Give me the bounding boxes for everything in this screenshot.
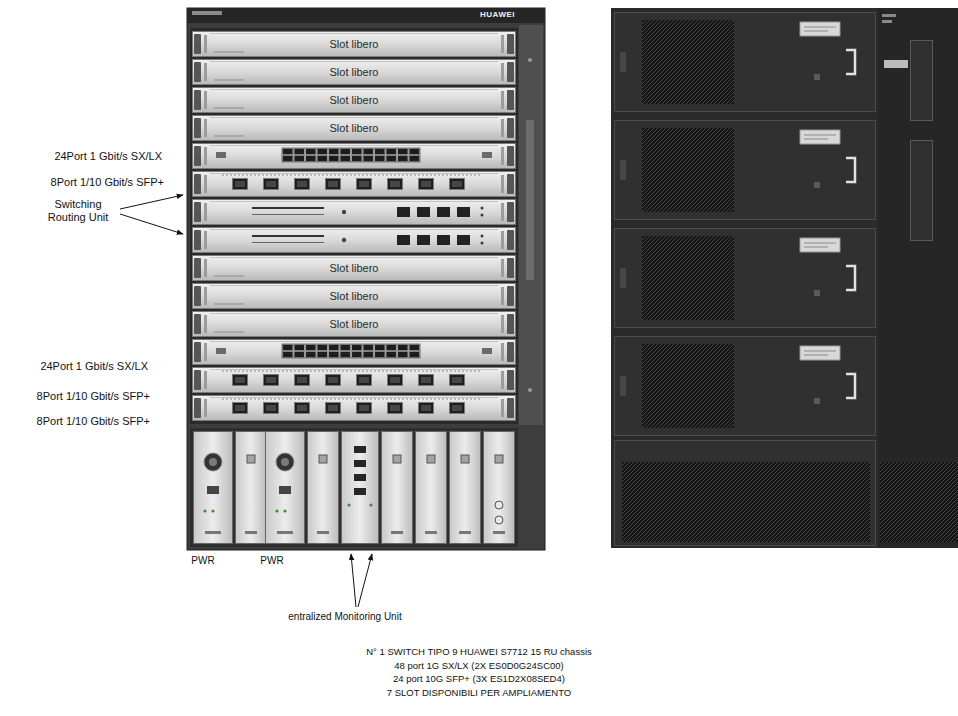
- line-cards-part: [193, 88, 516, 113]
- slot-label: Slot libero: [330, 262, 379, 274]
- power-and-monitoring-bay-part: [347, 503, 350, 506]
- switch-front-chassis-part: [187, 8, 545, 23]
- switch-rear-view-part: [884, 60, 908, 68]
- switch-rear-view-part: [880, 462, 958, 542]
- card-callout: 8Port 1/10 Gbit/s SFP+: [0, 176, 164, 189]
- switch-front-chassis-part: [528, 58, 532, 62]
- free-slot-panel: Slot libero: [192, 115, 516, 141]
- slot-label: Slot libero: [330, 66, 379, 78]
- power-and-monitoring-bay-part: [190, 428, 518, 547]
- power-and-monitoring-bay-part: [495, 501, 503, 509]
- line-cards: [193, 32, 516, 421]
- line-cards-part: [193, 32, 516, 57]
- switch-front-chassis-part: [519, 25, 543, 425]
- card-callout: Switching Routing Unit: [38, 198, 118, 224]
- free-slot-panel: Slot libero: [192, 87, 516, 113]
- slot-label: Slot libero: [330, 122, 379, 134]
- power-and-monitoring-bay-part: [342, 432, 379, 544]
- line-cards-part: [193, 312, 516, 337]
- switch-front-chassis-part: [187, 8, 545, 550]
- leader-arrows-part: [120, 195, 183, 209]
- card-callout: 24Port 1 Gbit/s SX/LX: [0, 150, 162, 163]
- line-cards-part: [193, 228, 516, 253]
- line-cards-part: [193, 116, 516, 141]
- line-cards-part: [193, 144, 516, 169]
- switch-rear-view: [611, 8, 958, 548]
- power-and-monitoring-bay-part: [354, 446, 366, 453]
- leader-arrows-part: [358, 554, 372, 607]
- power-and-monitoring-bay-part: [369, 503, 372, 506]
- power-and-monitoring-bay-part: [416, 432, 447, 544]
- card-callout: 8Port 1/10 Gbit/s SFP+: [0, 415, 150, 428]
- switch-rear-view-part: [882, 14, 896, 17]
- free-slot-panel: Slot libero: [192, 311, 516, 337]
- brand-logo: HUAWEI: [480, 10, 515, 20]
- line-cards-part: [193, 256, 516, 281]
- power-and-monitoring-bay-part: [382, 432, 413, 544]
- switch-front-chassis-part: [190, 28, 518, 424]
- free-slot-panel: Slot libero: [192, 59, 516, 85]
- power-and-monitoring-bay: [190, 428, 518, 547]
- free-slot-panel: Slot libero: [192, 31, 516, 57]
- power-and-monitoring-bay-part: [308, 432, 339, 544]
- line-cards-part: [193, 200, 516, 225]
- line-cards-part: [193, 284, 516, 309]
- line-cards-part: [193, 368, 516, 393]
- module-callout: PWR: [173, 555, 233, 567]
- power-and-monitoring-bay-part: [194, 432, 233, 544]
- card-callout: 24Port 1 Gbit/s SX/LX: [0, 360, 148, 373]
- card-callout: 8Port 1/10 Gbit/s SFP+: [0, 390, 150, 403]
- free-slot-panel: Slot libero: [192, 283, 516, 309]
- switch-rear-view-part: [615, 337, 876, 436]
- leader-arrows-part: [120, 214, 183, 234]
- line-cards-part: [193, 172, 516, 197]
- module-callout: PWR: [242, 555, 302, 567]
- line-cards-part: [193, 396, 516, 421]
- switch-rear-view-part: [878, 8, 958, 548]
- power-and-monitoring-bay-part: [354, 474, 366, 481]
- slot-label: Slot libero: [330, 318, 379, 330]
- leader-arrows-part: [351, 554, 356, 607]
- slot-label: Slot libero: [330, 290, 379, 302]
- power-and-monitoring-bay-part: [495, 516, 503, 524]
- slot-label: Slot libero: [330, 94, 379, 106]
- caption-line: 7 SLOT DISPONIBILI PER AMPLIAMENTO: [169, 687, 789, 698]
- switch-rear-view-part: [615, 441, 876, 546]
- caption-line: 48 port 1G SX/LX (2X ES0D0G24SC00): [169, 660, 789, 671]
- switch-chassis: HUAWEISlot liberoSlot liberoSlot liberoS…: [187, 8, 545, 550]
- power-and-monitoring-bay-part: [450, 432, 481, 544]
- power-and-monitoring-bay-part: [354, 460, 366, 467]
- free-slot-panel: Slot libero: [192, 255, 516, 281]
- switch-front-chassis-part: [526, 120, 534, 280]
- switch-rear-view-part: [611, 8, 958, 548]
- caption-line: 24 port 10G SFP+ (3X ES1D2X08SED4): [169, 673, 789, 684]
- switch-rear-view-part: [911, 41, 933, 121]
- switch-rear-view-part: [615, 13, 876, 112]
- switch-rear-view-part: [622, 462, 870, 542]
- line-cards-part: [193, 60, 516, 85]
- caption-line: N° 1 SWITCH TIPO 9 HUAWEI S7712 15 RU ch…: [169, 646, 789, 657]
- line-cards-part: [193, 340, 516, 365]
- power-and-monitoring-bay-part: [484, 432, 515, 544]
- switch-rear-view-part: [911, 141, 933, 241]
- leader-arrows: [120, 195, 372, 607]
- slot-label: Slot libero: [330, 38, 379, 50]
- power-and-monitoring-bay-part: [266, 432, 305, 544]
- power-and-monitoring-bay-part: [236, 432, 267, 544]
- switch-front-chassis: [187, 8, 545, 550]
- power-and-monitoring-bay-part: [354, 488, 366, 495]
- module-callout: entralized Monitoring Unit: [255, 611, 435, 623]
- switch-front-chassis-part: [528, 388, 532, 392]
- switch-rear-view-part: [615, 229, 876, 328]
- switch-rear-view-part: [615, 121, 876, 220]
- switch-rear-view-part: [882, 20, 892, 23]
- switch-front-chassis-part: [192, 11, 222, 15]
